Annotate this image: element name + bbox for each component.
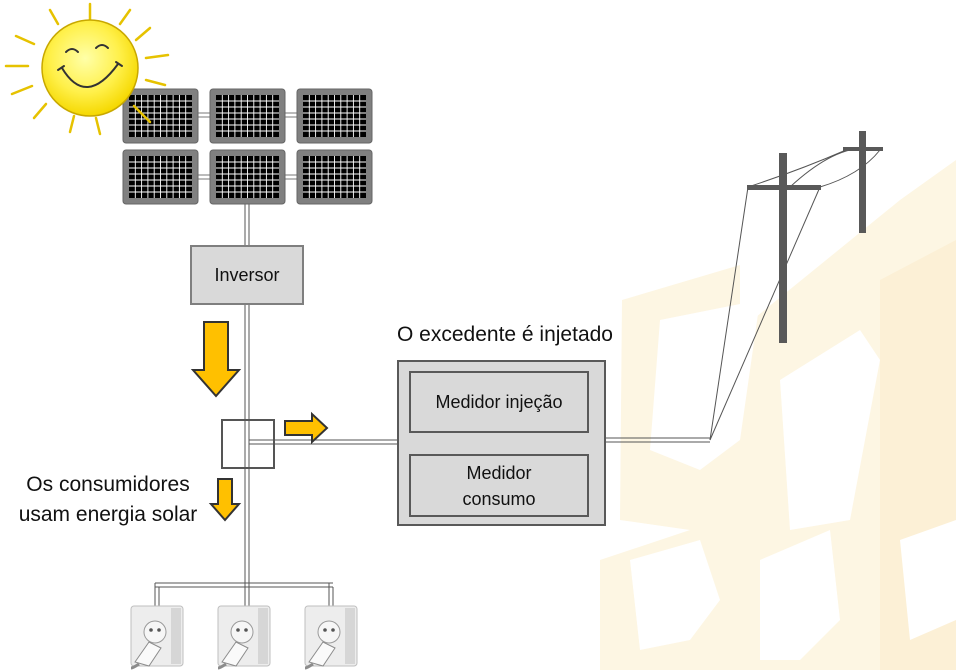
wall-outlet-with-plug-icon [304,605,358,670]
solar-panel-icon [296,149,373,205]
smiling-sun-icon [4,2,170,136]
right-arrow-icon [284,411,329,445]
injection-meter-label: Medidor injeção [435,391,563,412]
solar-panel-icon [122,149,199,205]
solar-panel-icon [209,88,286,144]
injection-title: O excedente é injetado [397,323,613,346]
solar-panel-array [122,88,373,205]
solar-panel-icon [209,149,286,205]
inverter-label: Inversor [214,264,280,285]
solar-panel-icon [122,88,199,144]
consumer-down-arrow-icon [208,478,242,522]
consumption-meter-label-line1: Medidor [466,462,532,483]
consumers-label-line2: usam energia solar [18,503,198,526]
consumption-meter-box: Medidor consumo [409,454,589,517]
injection-meter-box: Medidor injeção [409,371,589,433]
consumers-label-line1: Os consumidores [26,473,190,496]
inverter-box: Inversor [190,245,304,305]
wall-outlet-with-plug-icon [217,605,271,670]
down-arrow-icon [190,321,242,398]
wall-outlet-with-plug-icon [130,605,184,670]
solar-panel-icon [296,88,373,144]
junction-box [221,419,275,469]
consumption-meter-label-line2: consumo [462,488,536,509]
